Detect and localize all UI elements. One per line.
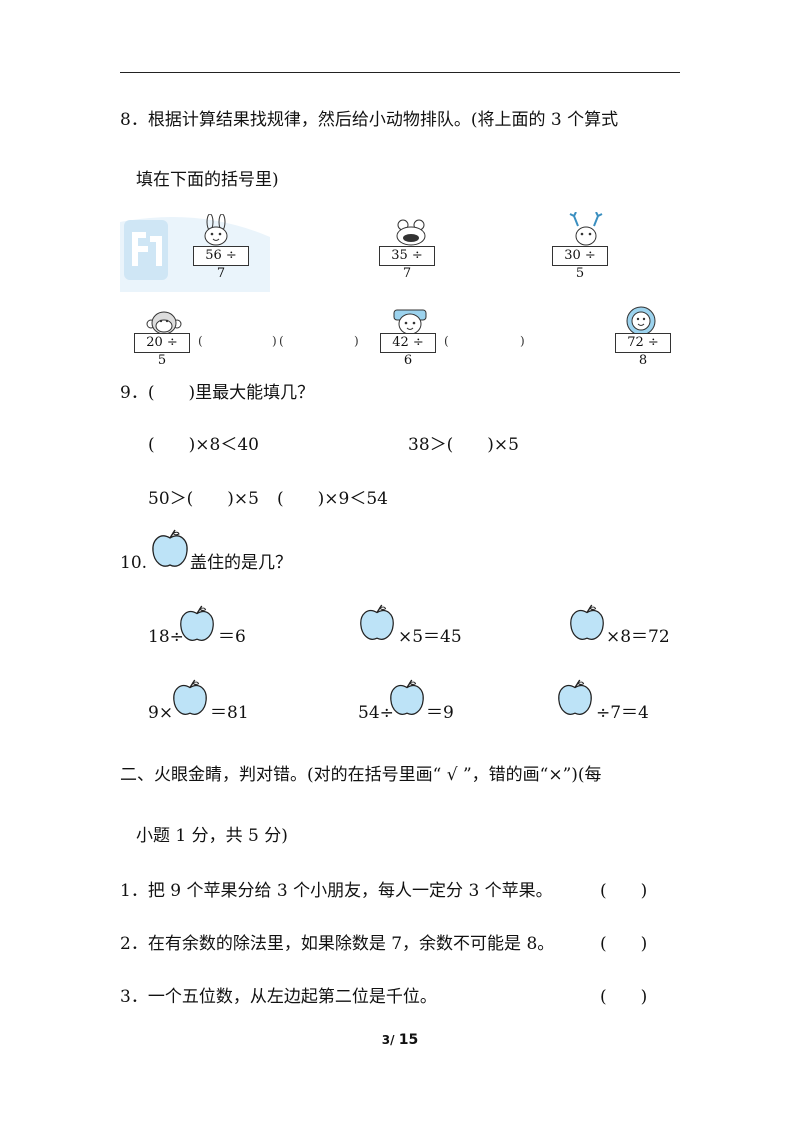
apple-icon bbox=[173, 679, 207, 715]
apple-icon bbox=[570, 604, 604, 640]
answer-paren-open-1: ( bbox=[198, 334, 203, 348]
answer-paren-close-2: ) bbox=[354, 334, 359, 348]
page-total: 15 bbox=[398, 1032, 419, 1048]
q9-item-1: ( )×8＜40 bbox=[148, 435, 259, 455]
deer-icon bbox=[569, 212, 603, 246]
cat-icon bbox=[393, 309, 427, 335]
q10-item-1-left: 18÷ bbox=[148, 627, 184, 647]
apple-icon bbox=[360, 604, 394, 640]
q10-item-1-right: ＝6 bbox=[218, 627, 246, 647]
page-current: 3/ bbox=[381, 1033, 395, 1047]
section2-item-2-bracket[interactable]: ( ) bbox=[600, 934, 648, 954]
lion-icon bbox=[626, 306, 656, 336]
q8-line2: 填在下面的括号里) bbox=[136, 170, 279, 190]
bottom-expression-3: 72 ÷ 8 bbox=[615, 333, 671, 368]
top-expression-1: 56 ÷ 7 bbox=[193, 246, 249, 281]
q10-item-4-right: ＝81 bbox=[210, 703, 249, 723]
answer-paren-close-1: ) bbox=[272, 334, 277, 348]
apple-icon bbox=[152, 529, 188, 567]
q8-line1: 8．根据计算结果找规律，然后给小动物排队。(将上面的 3 个算式 bbox=[120, 110, 619, 130]
bottom-expression-2: 42 ÷ 6 bbox=[380, 333, 436, 368]
section2-item-1-bracket[interactable]: ( ) bbox=[600, 881, 648, 901]
q10-item-4-left: 9× bbox=[148, 703, 174, 723]
top-expression-2: 35 ÷ 7 bbox=[379, 246, 435, 281]
answer-paren-open-3: ( bbox=[444, 334, 449, 348]
answer-paren-close-3: ) bbox=[520, 334, 525, 348]
section2-item-2: 2．在有余数的除法里，如果除数是 7，余数不可能是 8。 bbox=[120, 934, 555, 954]
section2-item-1: 1．把 9 个苹果分给 3 个小朋友，每人一定分 3 个苹果。 bbox=[120, 881, 553, 901]
top-expression-3: 30 ÷ 5 bbox=[552, 246, 608, 281]
section2-line1: 二、火眼金睛，判对错。(对的在括号里画“ √ ”，错的画“×”)(每 bbox=[120, 765, 602, 785]
section2-item-3: 3．一个五位数，从左边起第二位是千位。 bbox=[120, 987, 437, 1007]
frog-icon bbox=[396, 219, 426, 246]
q10-item-3-right: ×8＝72 bbox=[606, 627, 670, 647]
bottom-expression-1: 20 ÷ 5 bbox=[134, 333, 190, 368]
q10-prefix: 10. bbox=[120, 553, 148, 573]
rabbit-icon bbox=[204, 214, 228, 246]
section2-line2: 小题 1 分，共 5 分) bbox=[136, 826, 288, 846]
apple-icon bbox=[390, 679, 424, 715]
q10-item-5-left: 54÷ bbox=[358, 703, 394, 723]
header-rule bbox=[120, 72, 680, 73]
section2-item-3-bracket[interactable]: ( ) bbox=[600, 987, 648, 1007]
monkey-icon bbox=[146, 311, 182, 335]
apple-icon bbox=[558, 679, 592, 715]
q10-suffix: 盖住的是几？ bbox=[190, 553, 292, 573]
q10-item-2-right: ×5＝45 bbox=[398, 627, 462, 647]
q9-item-3: 50＞( )×5 bbox=[148, 489, 259, 509]
q9-item-2: 38＞( )×5 bbox=[408, 435, 519, 455]
q10-item-5-right: ＝9 bbox=[426, 703, 454, 723]
q9-title: 9．( )里最大能填几？ bbox=[120, 383, 315, 403]
q9-item-4: ( )×9＜54 bbox=[277, 489, 388, 509]
answer-paren-open-2: ( bbox=[279, 334, 284, 348]
page-number: 3/ 15 bbox=[0, 1032, 800, 1048]
q10-item-6-right: ÷7＝4 bbox=[596, 703, 649, 723]
apple-icon bbox=[180, 605, 214, 641]
